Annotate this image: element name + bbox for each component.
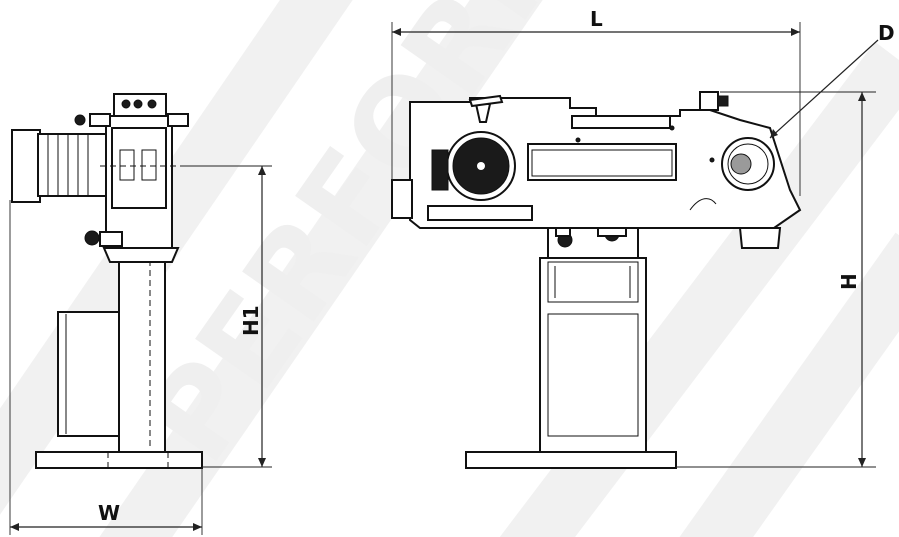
- front-dimensions: L D H: [391, 7, 895, 468]
- front-view: [391, 91, 802, 469]
- dimension-label-l: L: [590, 7, 603, 31]
- dimension-label-w: W: [98, 501, 120, 525]
- watermark-text: PERFORMANCE: [120, 0, 820, 487]
- side-dimensions: W H1: [9, 165, 272, 535]
- side-view: [11, 93, 203, 469]
- dimension-label-d: D: [878, 21, 895, 45]
- dimension-label-h: H: [837, 273, 861, 290]
- dimension-label-h1: H1: [239, 305, 263, 336]
